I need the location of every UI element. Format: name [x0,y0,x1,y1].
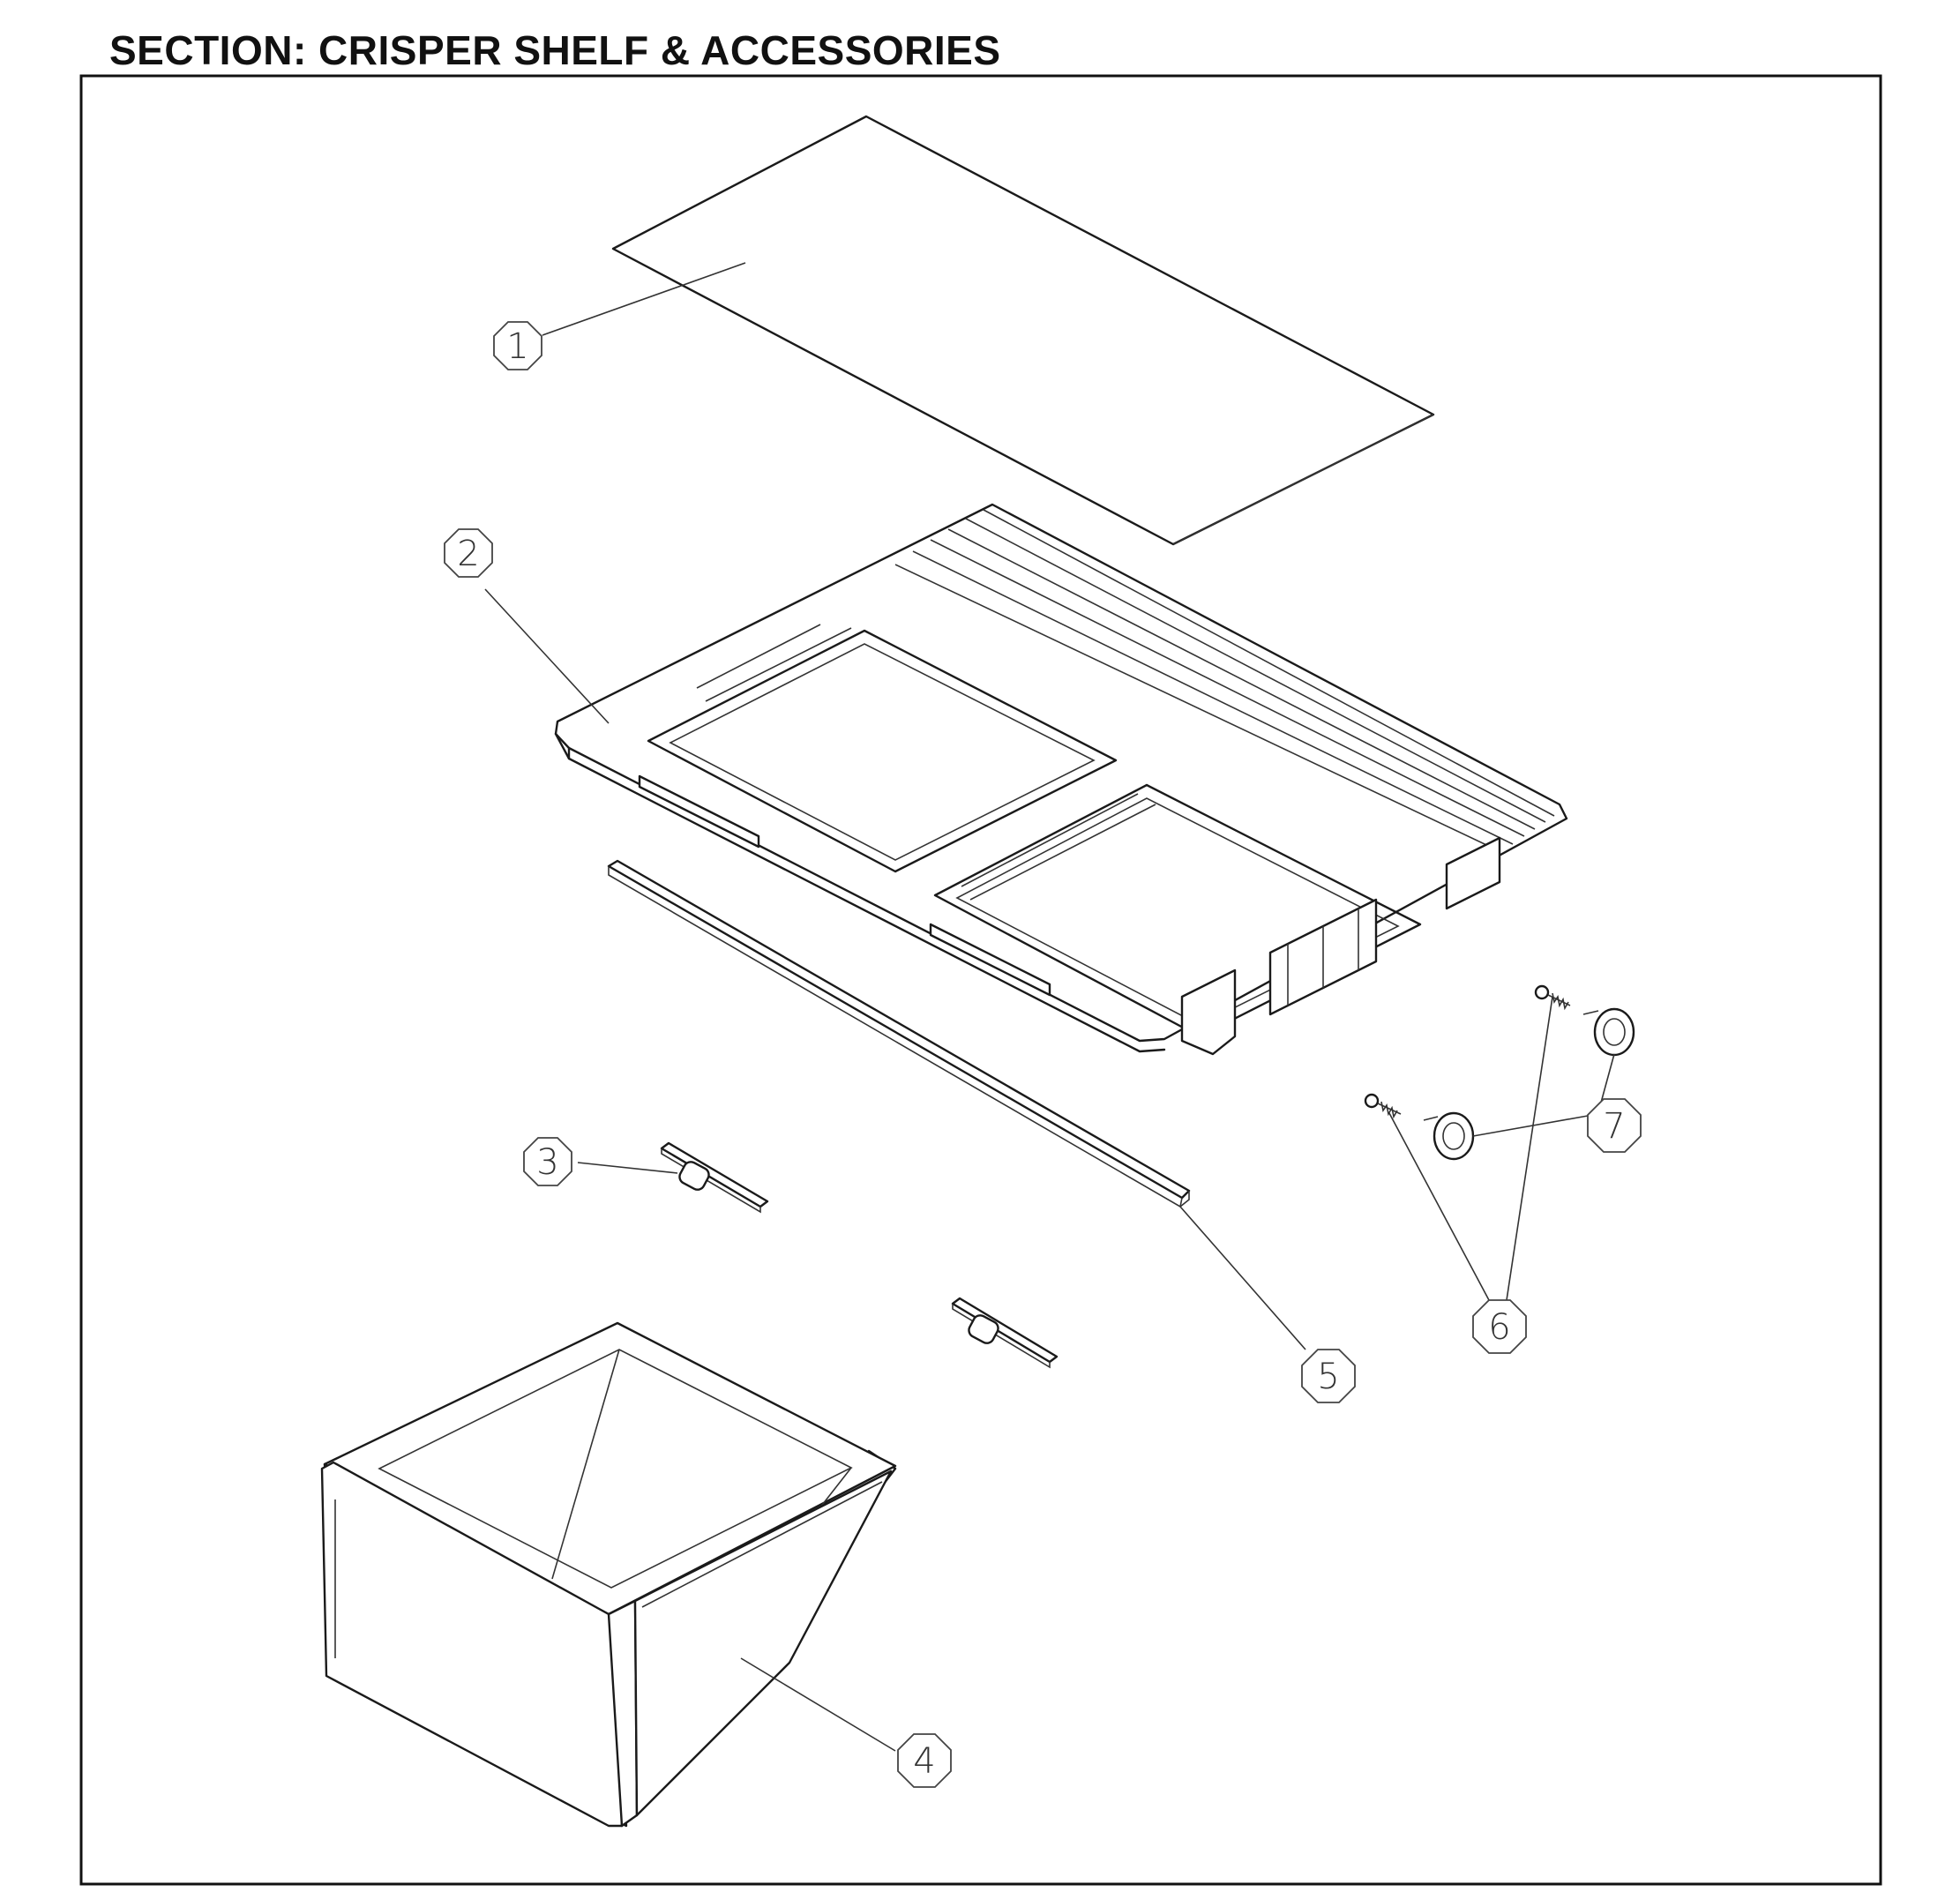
callout-label-1: 1 [506,326,528,367]
part-screw-lower [1364,1093,1402,1119]
callout-2: 2 [444,528,493,578]
callout-1: 1 [493,321,542,370]
callout-label-5: 5 [1317,1357,1339,1397]
diagram-frame [79,74,1882,1886]
callout-label-2: 2 [457,534,479,574]
callout-5: 5 [1301,1349,1356,1403]
part-crisper-drawer [320,1321,897,1828]
callout-label-4: 4 [913,1741,935,1782]
callout-label-7: 7 [1603,1106,1625,1147]
callout-label-3: 3 [536,1142,558,1183]
part-roller-upper [1582,1007,1635,1057]
callout-7: 7 [1587,1098,1642,1153]
callout-label-6: 6 [1488,1307,1510,1348]
callout-3: 3 [523,1137,572,1186]
part-slide-rail-upper [660,1141,769,1214]
callout-4: 4 [897,1733,952,1788]
part-glass-shelf [611,115,1435,546]
part-front-trim-strip [607,859,1191,1208]
callout-6: 6 [1472,1299,1527,1354]
section-title: SECTION: CRISPER SHELF & ACCESSORIES [109,27,1001,73]
leader-lines [484,262,1615,1752]
part-crisper-shelf-frame [554,503,1568,1056]
part-screw-upper [1534,984,1571,1011]
part-roller-lower [1423,1111,1475,1161]
part-slide-rail-lower [951,1297,1059,1369]
